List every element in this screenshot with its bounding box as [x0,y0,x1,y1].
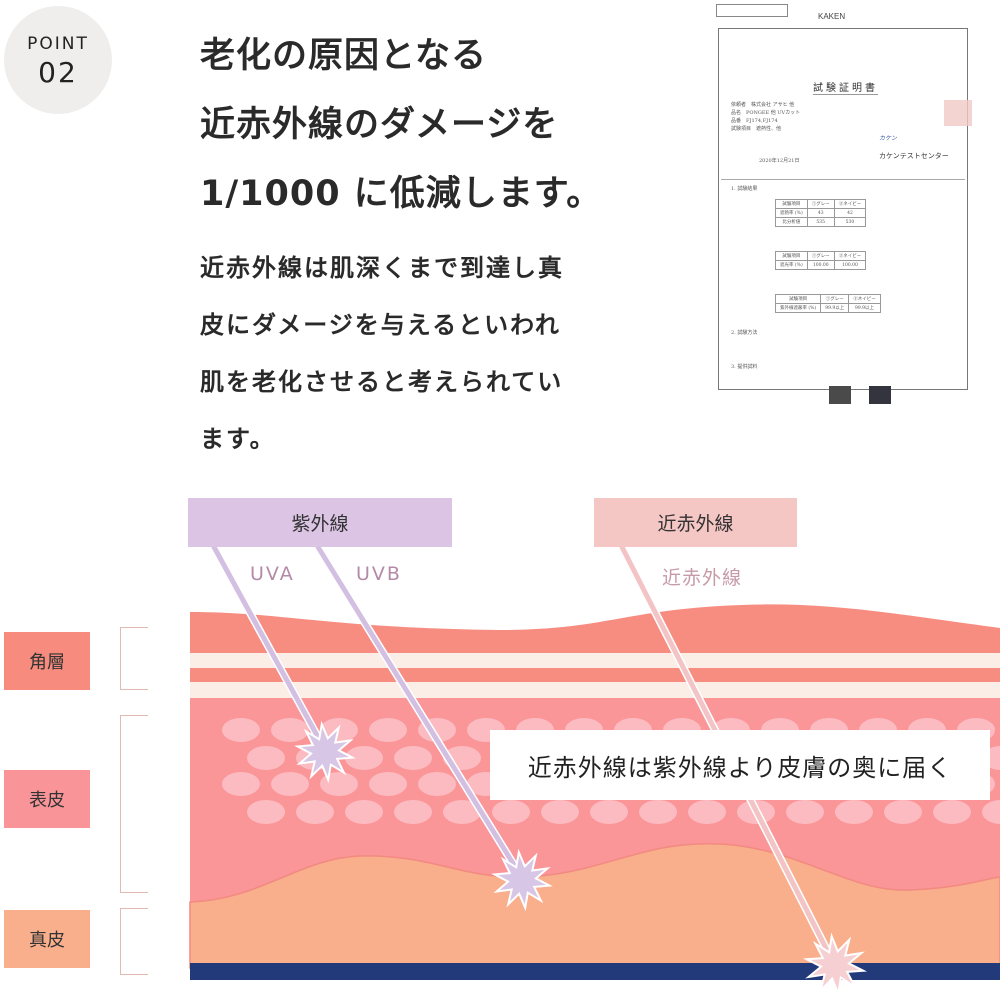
point-label: POINT [27,34,89,54]
cell [345,746,383,770]
certificate-issuer: カケンテストセンター [879,152,949,160]
certificate-header: KAKEN [818,12,846,21]
base-bar [190,963,1000,980]
cell [982,800,1000,824]
uva-label: UVA [250,563,295,585]
certificate-note [716,4,788,17]
test-certificate: KAKEN 試験証明書 依頼者 株式会社 アサヒ 他 品名 PONGEE 他 U… [712,0,972,420]
description-line: 皮にダメージを与えるといわれ [200,311,561,339]
cell [369,718,407,742]
sample-swatch-gray [829,386,851,404]
cell [222,772,260,796]
cell [418,772,456,796]
uv-heading: 紫外線 [188,498,452,547]
description-line: 近赤外線は肌深くまで到達し真 [200,254,564,282]
point-badge: POINT 02 [4,6,112,114]
nir-heading: 近赤外線 [594,498,797,547]
cell [247,746,285,770]
cell [394,800,432,824]
cell [296,800,334,824]
certificate-field: 依頼者 株式会社 アサヒ 他 [731,102,795,108]
dermis-layer [189,842,1000,969]
certificate-field: 品名 PONGEE 他 UVカット [731,110,801,116]
certificate-frame: 試験証明書 依頼者 株式会社 アサヒ 他 品名 PONGEE 他 UVカット 品… [718,28,968,404]
cell [345,800,383,824]
cell [884,800,922,824]
layer-label-stratum: 角層 [4,632,90,690]
dermis-bracket [120,908,148,975]
certificate-field: 試験項目 遮熱性、他 [731,126,782,132]
callout-box: 近赤外線は紫外線より皮膚の奥に届く [490,730,990,800]
band-2 [190,682,1000,698]
cell [222,718,260,742]
headline-line: 1/1000 に低減します。 [200,174,603,214]
cell [369,772,407,796]
certificate-section: 1. 試験結果 [731,186,758,192]
headline: 老化の原因となる 近赤外線のダメージを 1/1000 に低減します。 [200,22,602,229]
nir-label: 近赤外線 [662,567,743,589]
point-number: 02 [38,56,78,89]
cell [492,800,530,824]
cell [443,800,481,824]
uvb-impact-star-icon [491,848,553,912]
seal-stamp [944,100,972,126]
cell [541,800,579,824]
cell [639,800,677,824]
stratum-bracket [120,627,148,690]
cell [688,800,726,824]
sample-swatch-navy [869,386,891,404]
cell [247,800,285,824]
cell [394,746,432,770]
band-1 [190,653,1000,668]
nir-impact-star-icon [802,932,868,998]
headline-line: 近赤外線のダメージを [200,105,559,145]
cell [590,800,628,824]
cell [271,772,309,796]
headline-line: 老化の原因となる [200,36,487,76]
uva-impact-star-icon [294,720,356,784]
description-line: 肌を老化させると考えられてい [200,368,564,396]
cell [786,800,824,824]
epidermis-bracket [120,715,148,893]
description: 近赤外線は肌深くまで到達し真 皮にダメージを与えるといわれ 肌を老化させると考え… [200,240,630,468]
cell [835,800,873,824]
layer-label-epidermis: 表皮 [4,770,90,828]
cell [271,718,309,742]
cell [933,800,971,824]
description-line: ます。 [200,425,276,453]
layer-label-dermis: 真皮 [4,910,90,968]
certificate-field: 品番 FJ174,FJ174 [731,118,778,124]
issuer-logo: カケン [879,135,897,142]
certificate-section: 2. 試験方法 [731,330,758,336]
certificate-section: 3. 提供試料 [731,364,758,370]
uvb-label: UVB [356,563,402,585]
certificate-date: 2020年12月21日 [759,158,800,164]
certificate-title: 試験証明書 [813,79,878,95]
